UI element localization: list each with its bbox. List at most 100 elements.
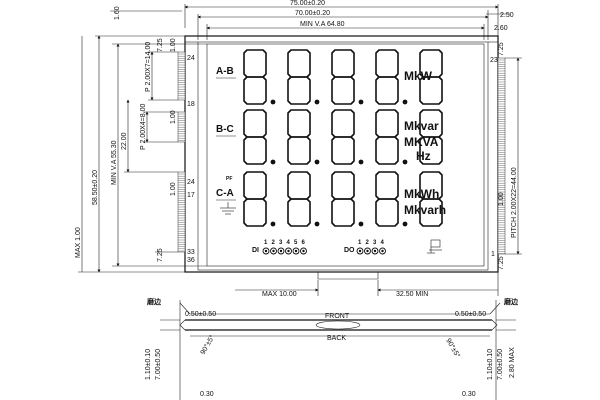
unit-mkw: MkW	[404, 69, 433, 83]
dim-725-top: 7.25	[157, 38, 164, 52]
bottom-dimensions: MAX 10.00 32.50 MIN	[235, 272, 499, 298]
pitch-small-dim: P 2.00X7=14.00	[145, 42, 152, 92]
decimal-point	[402, 159, 408, 165]
back-label: BACK	[327, 335, 346, 342]
side-view: 磨边 磨边 0.50±0.50 FRONT BACK 90°±5° 90°±5°…	[145, 297, 519, 400]
row-label-ca: C-A	[216, 188, 234, 199]
pin-lines	[178, 53, 505, 254]
unit-mkvarh: Mkvarh	[404, 203, 446, 217]
pin-number: 17	[187, 192, 195, 199]
decimal-point	[358, 159, 364, 165]
view-area-height-dim: MIN V.A 55.30	[111, 140, 118, 185]
decimal-point	[270, 221, 276, 227]
unit-mkvar: Mkvar	[404, 119, 439, 133]
digit-8	[375, 109, 408, 165]
front-label: FRONT	[325, 313, 350, 320]
indicator-lamp	[270, 247, 277, 255]
indicator-lamp	[262, 247, 270, 255]
indicator-number: 5	[294, 240, 298, 246]
pin-numbers: 24 18 24 17 33 36 23 1	[187, 55, 498, 264]
indicator-number: 6	[302, 240, 306, 246]
seal-width-dim: 0.50±0.50	[185, 311, 216, 318]
digit-8	[419, 171, 443, 227]
dim-700-b: 7.00±0.50	[497, 349, 504, 380]
dim-100-c: 1.00	[170, 182, 177, 196]
indicator-dot	[373, 249, 377, 253]
overall-height-dim: 58.50±0.20	[92, 170, 99, 205]
indicator-lamp	[379, 247, 386, 255]
indicator-dot	[264, 249, 268, 253]
angle-right-dim: 90°±5°	[444, 337, 462, 359]
indicator-number: 3	[373, 240, 377, 246]
digit-8	[331, 109, 364, 165]
right-pitch-dim: PITCH 2.00X22=44.00	[511, 167, 518, 238]
dim-100-b: 1.00	[170, 110, 177, 124]
top-dimensions: 75.00±0.20 70.00±0.20 MIN V.A 64.80 2.50…	[110, 0, 514, 45]
unit-mkva: MKVA	[404, 135, 439, 149]
computer-icon	[427, 239, 442, 254]
indicator-dot	[279, 249, 283, 253]
dim-22: 22.00	[121, 132, 128, 150]
digit-8	[331, 171, 364, 227]
pin-number: 18	[187, 101, 195, 108]
digit-8	[243, 109, 276, 165]
angle-left-dim: 90°±5°	[199, 334, 217, 356]
decimal-point	[314, 221, 320, 227]
pin-number: 23	[490, 57, 498, 64]
indicator-lamp	[300, 247, 307, 255]
decimal-point	[402, 221, 408, 227]
dim-110-a: 1.10±0.10	[145, 349, 152, 380]
lcd-segments: A-B B-C PF C-A MkW Mkvar MKVA Hz MkWh Mk…	[216, 49, 446, 255]
top-offset-dim: 1.60	[114, 6, 121, 20]
right-dim-725-top: 7.25	[498, 42, 505, 56]
pitch-small2-dim: P 2.00X4=8.00	[140, 104, 147, 150]
indicator-number: 4	[287, 240, 291, 246]
indicator-lamp	[285, 247, 292, 255]
decimal-point	[270, 159, 276, 165]
dim-050-right: 0.50±0.50	[455, 311, 486, 318]
indicator-number: 4	[381, 240, 385, 246]
indicator-dot	[366, 249, 369, 253]
indicator-lamp	[356, 247, 364, 255]
indicator-dot	[287, 249, 290, 253]
right-offset-dim: 2.50	[500, 12, 514, 19]
digit-8	[419, 49, 443, 105]
right-dim-725-bottom: 7.25	[498, 256, 505, 270]
digit-8	[287, 109, 320, 165]
pin-number: 24	[187, 179, 195, 186]
digit-8	[419, 109, 443, 165]
glass-width-dim: 70.00±0.20	[295, 10, 330, 17]
indicator-dot	[358, 249, 362, 253]
do-label: DO	[344, 247, 355, 254]
indicator-lamp	[277, 247, 285, 255]
dim-725-bottom: 7.25	[157, 248, 164, 262]
digit-8	[287, 49, 320, 105]
right-dim-100: 1.00	[498, 192, 505, 206]
decimal-point	[402, 99, 408, 105]
digit-8	[287, 171, 320, 227]
max-height-dim: MAX 1.00	[75, 227, 82, 258]
di-label: DI	[252, 247, 259, 254]
decimal-point	[270, 99, 276, 105]
indicator-dot	[381, 249, 384, 253]
dim-030-right: 0.30	[462, 391, 476, 398]
decimal-point	[358, 221, 364, 227]
decimal-point	[314, 159, 320, 165]
ground-icon	[220, 202, 236, 215]
view-area-width-dim: MIN V.A 64.80	[300, 21, 345, 28]
indicator-number: 1	[264, 240, 268, 246]
indicator-number: 2	[272, 240, 276, 246]
dim-700-a: 7.00±0.50	[155, 349, 162, 380]
indicator-number: 3	[279, 240, 283, 246]
dim-030-left: 0.30	[200, 391, 214, 398]
pin-number: 33	[187, 249, 195, 256]
indicator-lamp	[371, 247, 379, 255]
unit-hz: Hz	[416, 149, 431, 163]
indicator-lamp	[292, 247, 300, 255]
indicator-dot	[294, 249, 298, 253]
min-3250-dim: 32.50 MIN	[396, 291, 428, 298]
module-outline	[184, 35, 499, 280]
